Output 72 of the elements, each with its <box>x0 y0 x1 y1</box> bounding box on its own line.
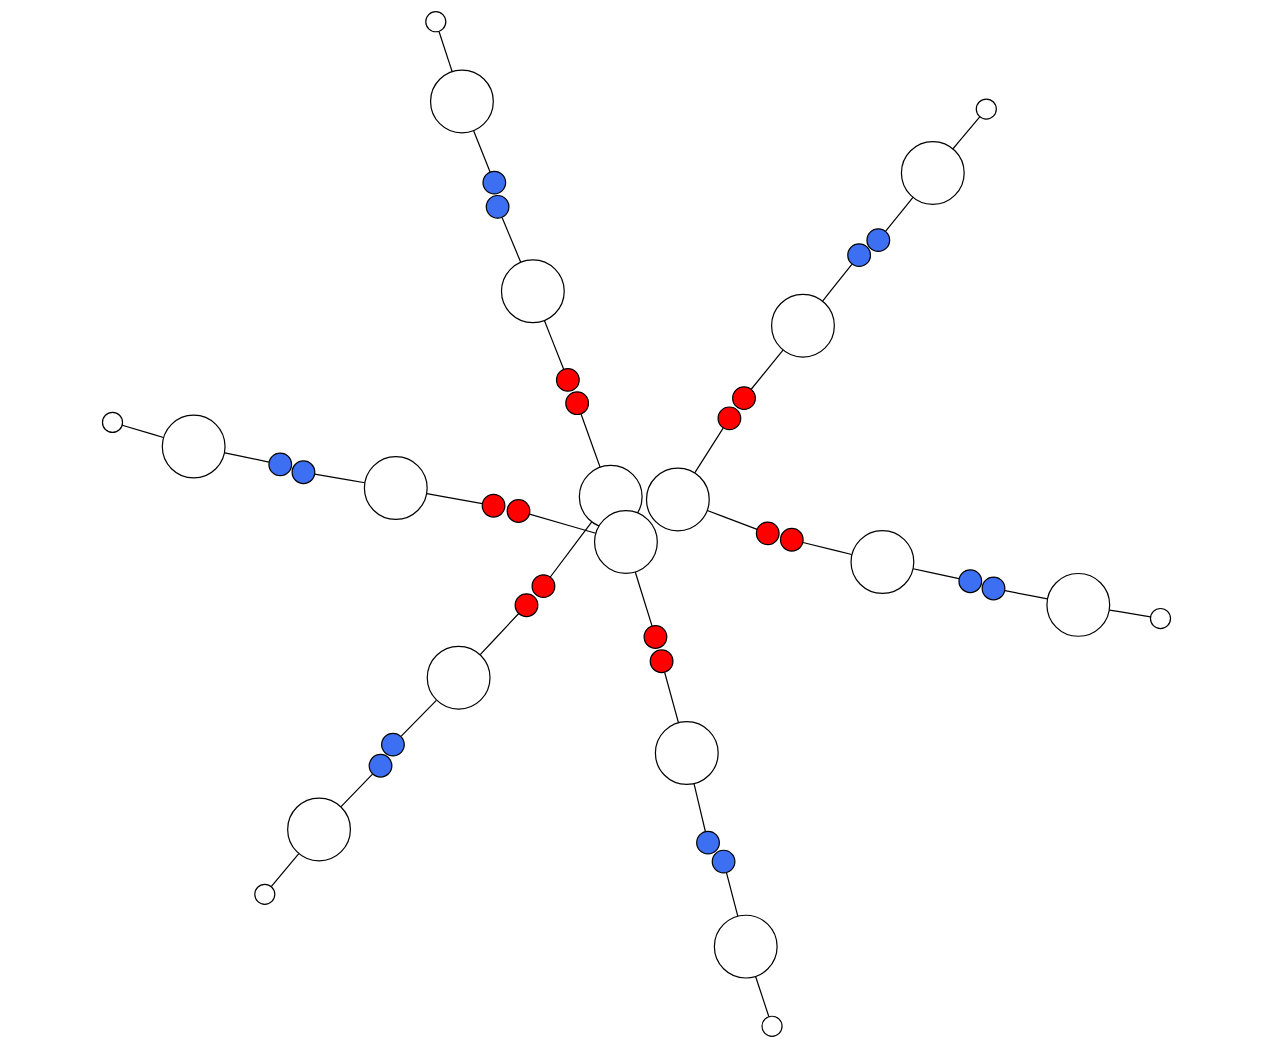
node-circle <box>161 414 226 479</box>
connector <box>500 216 521 263</box>
connector <box>693 427 724 474</box>
connector <box>528 513 596 534</box>
node-circle <box>1045 572 1110 637</box>
node-circle <box>981 576 1005 601</box>
node-circle <box>645 467 710 532</box>
node-circle <box>578 464 643 529</box>
connector <box>399 699 437 737</box>
connector <box>912 568 959 580</box>
node-circle <box>865 228 890 253</box>
node-circle <box>957 569 982 594</box>
node-circle <box>481 493 505 518</box>
node-circle <box>429 69 494 134</box>
connector <box>692 783 706 833</box>
node-circle <box>363 456 428 521</box>
node-circle <box>849 530 914 594</box>
node-circle <box>755 521 780 546</box>
node-circle <box>506 499 530 523</box>
node-circle <box>426 645 491 710</box>
node-circle <box>654 721 719 786</box>
connector <box>339 773 373 808</box>
node-circle <box>593 510 658 574</box>
connector <box>821 263 852 302</box>
node-circle <box>711 849 735 874</box>
node-circle <box>564 391 589 416</box>
connector <box>472 130 491 173</box>
node-circle <box>760 1015 783 1037</box>
connector <box>1003 590 1048 600</box>
connector <box>663 671 679 724</box>
node-circle <box>555 367 580 392</box>
connector <box>579 413 601 468</box>
node-circle <box>380 732 405 757</box>
connector <box>725 872 738 917</box>
node-circle <box>481 170 506 195</box>
node-circle <box>1149 607 1171 630</box>
node-circle <box>779 527 804 552</box>
node-circle <box>286 797 351 862</box>
node-circle <box>500 259 565 324</box>
connector <box>706 509 758 530</box>
connector <box>1108 609 1151 618</box>
node-circle <box>267 452 292 477</box>
node-circle <box>643 625 667 649</box>
node-circle <box>770 293 835 358</box>
node-circle <box>514 593 538 618</box>
node-circle <box>975 98 997 120</box>
node-circle <box>485 194 510 219</box>
connector <box>754 975 769 1018</box>
connector <box>750 349 784 390</box>
node-circle <box>531 574 555 599</box>
connector <box>121 424 164 439</box>
connector <box>549 521 592 578</box>
node-circle <box>368 753 392 778</box>
node-circle <box>253 883 275 905</box>
connector <box>270 852 299 888</box>
connector <box>634 571 653 627</box>
node-circle <box>101 411 123 434</box>
node-circle <box>900 140 965 205</box>
node-circle <box>716 406 741 431</box>
node-circle <box>731 386 756 411</box>
connector <box>543 319 564 370</box>
node-circle <box>846 243 871 268</box>
connector <box>313 473 365 484</box>
node-circle <box>424 11 446 33</box>
node-circle <box>695 830 720 855</box>
connector <box>479 612 519 656</box>
connector <box>884 196 914 232</box>
connector <box>951 116 980 150</box>
connector <box>437 30 453 73</box>
node-circle <box>713 914 778 979</box>
node-circle <box>649 649 674 674</box>
node-circle <box>291 460 315 485</box>
